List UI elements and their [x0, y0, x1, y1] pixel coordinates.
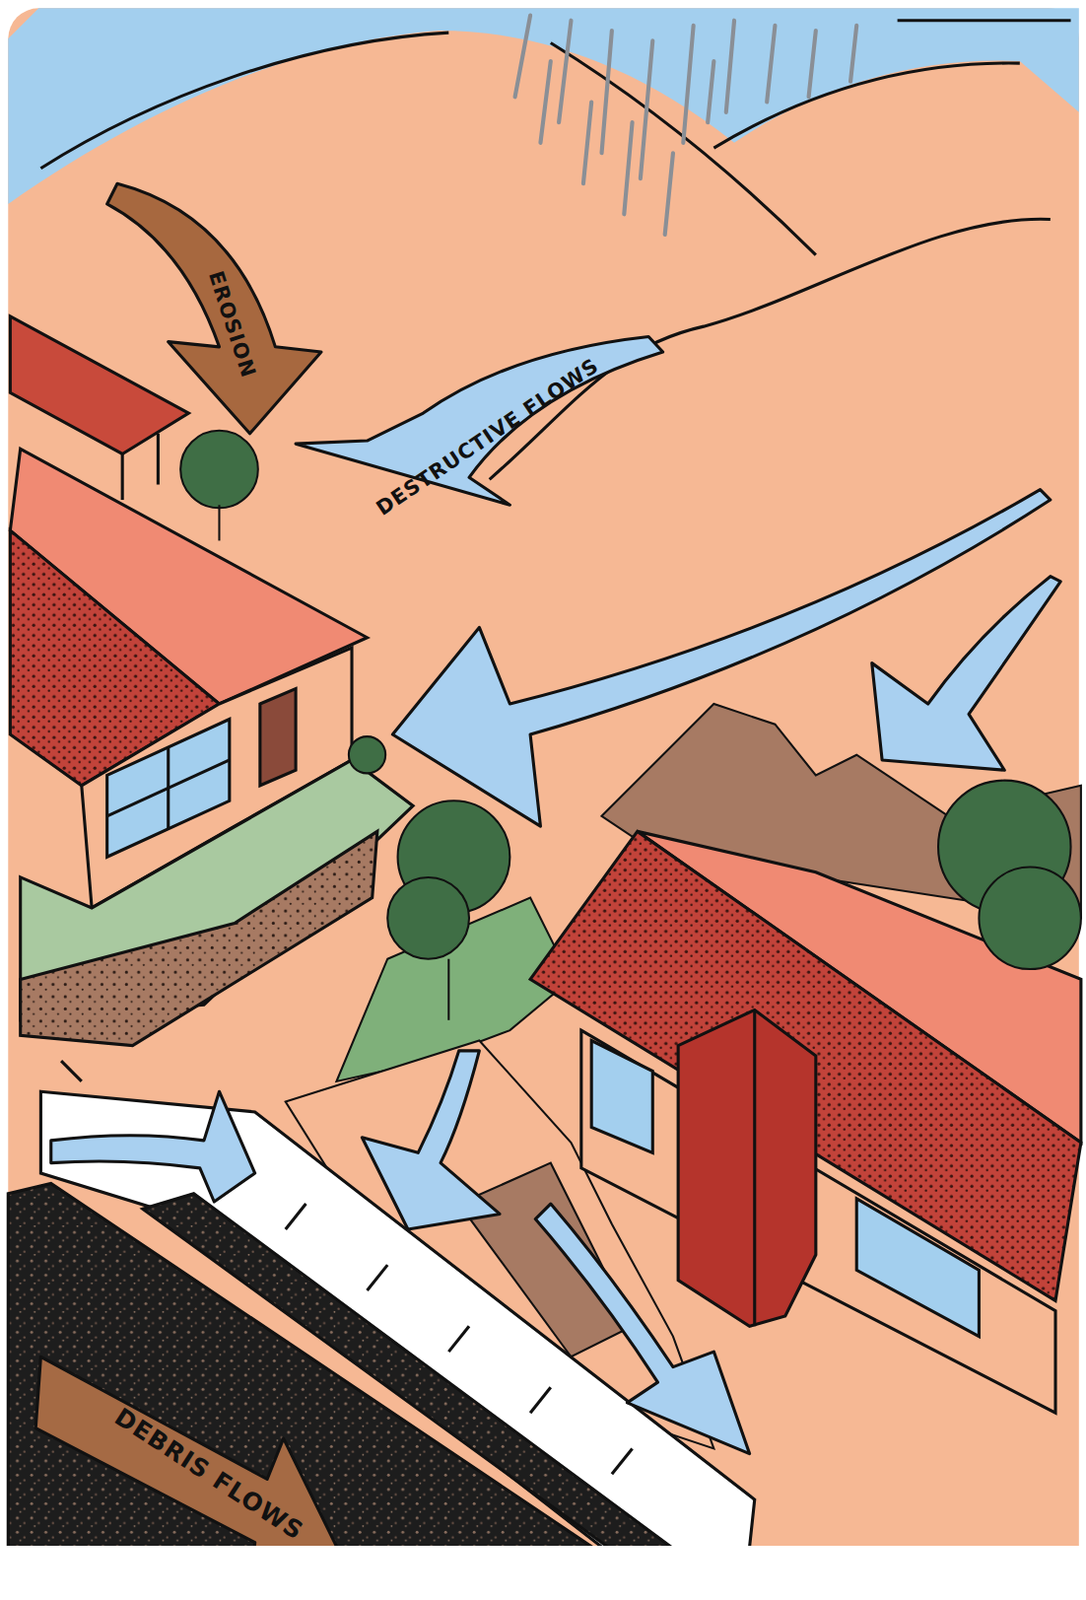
sky	[7, 7, 1080, 204]
earth-arrows	[35, 183, 339, 1546]
flow-arrows	[51, 336, 1061, 1453]
frame	[7, 7, 1080, 1546]
right-house	[530, 830, 1082, 1413]
hills	[40, 20, 1071, 480]
left-house	[9, 316, 413, 1046]
hillside-illustration	[0, 0, 1086, 1546]
trees	[180, 430, 1082, 1020]
illustration-stage: EROSIONDESTRUCTIVE FLOWSDEBRIS FLOWS	[0, 0, 1086, 1546]
rain	[515, 15, 858, 235]
